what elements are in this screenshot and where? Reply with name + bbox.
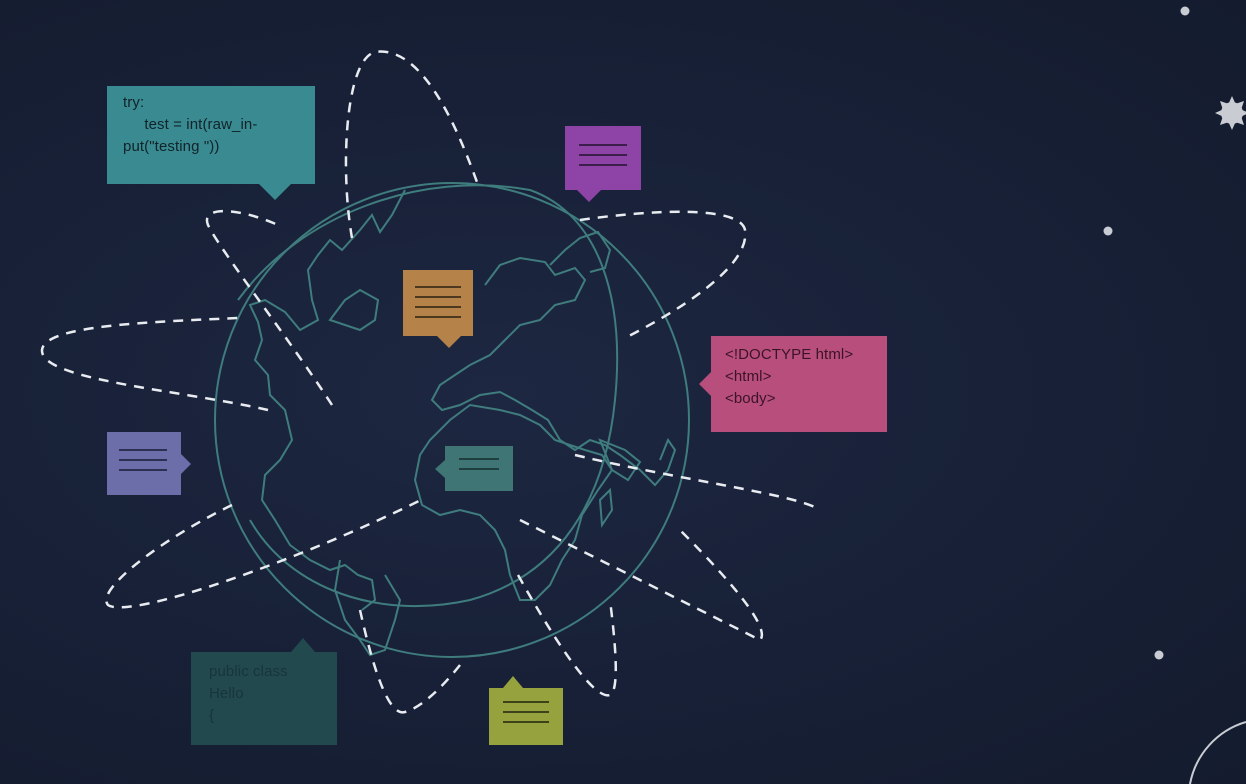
lines-bubble-darkteal <box>435 446 513 491</box>
globe-back-rim <box>237 184 619 607</box>
orbit-8 <box>358 609 461 714</box>
star <box>1154 650 1164 660</box>
continent-arabia <box>598 438 642 482</box>
continent-north-america <box>248 189 406 611</box>
continent-asia-north <box>549 230 612 273</box>
bubble-tail <box>291 638 315 652</box>
orbit-5 <box>105 496 426 609</box>
continent-greenland <box>328 288 380 332</box>
orbit-7 <box>519 518 764 642</box>
bubble-tail <box>699 372 711 396</box>
code-bubble-html: <!DOCTYPE html> <html> <body> <box>699 336 887 432</box>
bubble-tail <box>181 454 191 474</box>
orbit-4 <box>579 210 747 340</box>
sparkle-icon <box>1215 96 1246 130</box>
code-bubble-python: try: test = int(raw_in- put("testing ")) <box>107 86 315 200</box>
lines-bubble-olive <box>489 676 563 745</box>
globe <box>214 182 690 658</box>
text-lines-icon <box>459 458 499 478</box>
corner-arc <box>1189 721 1246 784</box>
star <box>1103 226 1113 236</box>
orbit-3 <box>205 209 334 406</box>
lines-bubble-orange <box>403 270 473 348</box>
text-lines-icon <box>415 286 461 326</box>
orbit-2 <box>40 316 269 412</box>
continent-africa <box>413 403 614 601</box>
text-lines-icon <box>503 701 549 731</box>
html-code-snippet: <!DOCTYPE html> <html> <body> <box>725 346 854 407</box>
orbit-6 <box>574 453 821 512</box>
text-lines-icon <box>579 144 627 174</box>
orbit-9 <box>516 574 617 697</box>
text-lines-icon <box>119 449 167 479</box>
continent-eurasia <box>430 256 677 487</box>
bubble-tail <box>259 184 291 200</box>
java-code-snippet: public class Hello { <box>209 663 288 724</box>
bubble-tail <box>503 676 523 688</box>
lines-bubble-indigo <box>107 432 191 495</box>
globe-outline <box>214 182 690 658</box>
orbit-1 <box>344 50 480 239</box>
python-code-snippet: try: test = int(raw_in- put("testing ")) <box>123 94 258 155</box>
bubble-tail <box>435 460 445 478</box>
lines-bubble-purple <box>565 126 641 202</box>
code-bubble-java: public class Hello { <box>191 638 337 745</box>
orbits <box>40 50 821 714</box>
star <box>1180 6 1190 16</box>
bubble-tail <box>577 190 601 202</box>
bubble-tail <box>437 336 461 348</box>
continent-madagascar <box>598 487 614 528</box>
